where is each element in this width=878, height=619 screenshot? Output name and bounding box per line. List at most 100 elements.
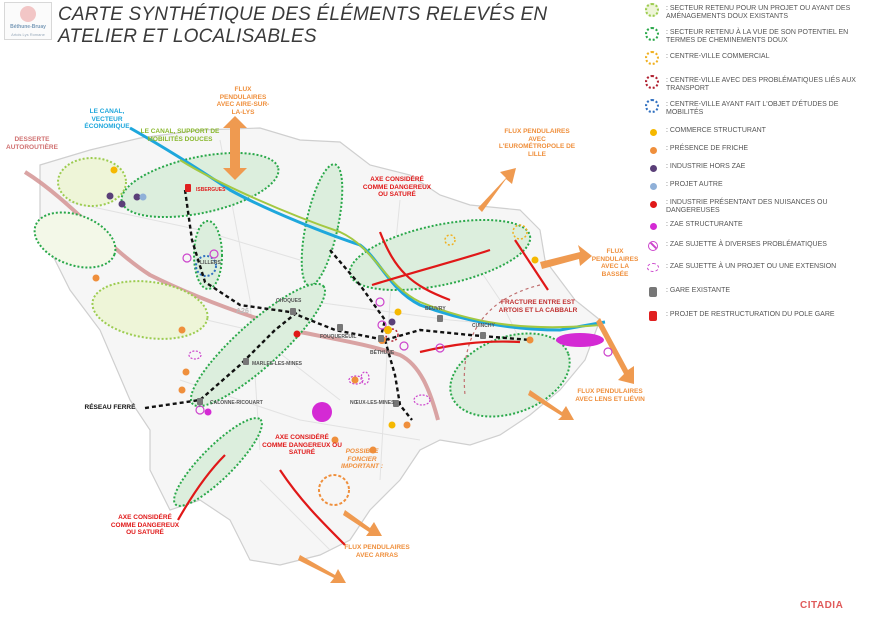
stations (185, 184, 486, 407)
legend-item-15: : Projet de restructuration du pole gare (640, 310, 866, 324)
town-marles: MARLES-LES-MINES (252, 361, 302, 367)
brand-citadia: CITADIA (800, 600, 844, 611)
arrow-lens (596, 318, 634, 384)
dot-icon (650, 129, 657, 136)
dot-icon (650, 201, 657, 208)
zae-structurante-south (312, 402, 332, 422)
arrow-arras2 (343, 510, 382, 536)
legend-label: : Commerce structurant (666, 127, 766, 134)
dangerous-axes (177, 231, 549, 546)
zae-problem-rings (182, 249, 613, 415)
legend-label: : Projet autre (666, 181, 723, 188)
centre-commercial-beuvry (444, 234, 456, 246)
label-flux-lens: FLUX PENDULAIRES AVEC LENS ET LIÉVIN (575, 388, 645, 403)
dot-icon (650, 165, 657, 172)
arrow-lille (478, 168, 516, 212)
fracture-line (463, 284, 541, 396)
train-red-icon (649, 311, 657, 321)
legend-label: : Centre-ville avec des problématiques l… (666, 77, 856, 92)
canal-green (179, 159, 601, 329)
legend-item-14: : Gare existante (640, 286, 866, 300)
legend-label: : Centre-ville commercial (666, 53, 770, 60)
logo-sub: Artois Lys Romane (11, 32, 45, 37)
town-isbergues: ISBERGUES (196, 187, 226, 193)
centre-commercial-foncier (318, 474, 350, 506)
town-cuinchy: CUINCHY (472, 323, 495, 329)
page-title: CARTE SYNTHÉTIQUE DES ÉLÉMENTS RELEVÉS E… (58, 4, 547, 48)
flux-arrows (223, 116, 634, 583)
town-a26: A26 (236, 308, 249, 315)
legend-label: : Présence de friche (666, 145, 749, 152)
hatched-circle-icon (648, 241, 658, 251)
legend-item-1: : Secteur retenu pour un projet ou ayant… (640, 3, 866, 21)
sector-green-4 (91, 280, 209, 340)
train-icon (649, 287, 657, 297)
label-canal: LE CANAL, VECTEUR ÉCONOMIQUE (84, 108, 130, 130)
centre-transport-bethune (385, 328, 399, 342)
town-lillers: LILLERS (200, 260, 221, 266)
legend-label: : Industrie présentant des nuisances ou … (666, 199, 828, 214)
label-axe-2: AXE CONSIDÉRÉ COMME DANGEREUX OU SATURÉ (262, 434, 342, 456)
legend-label: : ZAE sujette à diverses problématiques (666, 241, 827, 248)
sector-green-3 (33, 211, 117, 269)
ring-icon (645, 51, 659, 65)
legend-item-11: : ZAE structurante (640, 220, 866, 234)
legend-label: : Secteur retenu à la vue de son potenti… (666, 29, 849, 44)
town-fouquereuil: FOUQUEREUIL (320, 334, 357, 340)
sector-green-9 (449, 332, 571, 418)
legend-item-13: : ZAE sujette à un projet ou une extensi… (640, 262, 866, 276)
legend-item-10: : Industrie présentant des nuisances ou … (640, 198, 866, 215)
legend-item-2: : Secteur retenu à la vue de son potenti… (640, 27, 866, 45)
arrow-aire (223, 116, 247, 180)
label-flux-lille: FLUX PENDULAIRES AVEC L'EUROMÉTROPOLE DE… (498, 128, 576, 158)
dot-icon (650, 147, 657, 154)
town-calonne: CALONNE-RICOUART (210, 400, 263, 406)
zae-project-rings (188, 350, 431, 406)
label-flux-arras: FLUX PENDULAIRES AVEC ARRAS (344, 544, 410, 559)
centre-commercial-east (512, 224, 528, 240)
logo: Béthune-Bruay Artois Lys Romane (4, 2, 52, 40)
logo-mark (20, 6, 36, 22)
legend-item-9: : Projet autre (640, 180, 866, 194)
label-reseau: RÉSEAU FERRÉ (84, 404, 136, 411)
town-beuvry: BEUVRY (425, 306, 446, 312)
dot-icon (650, 223, 657, 230)
centre-mobilite-lillers (195, 255, 217, 277)
ring-icon (645, 3, 659, 17)
label-foncier: POSSIBLE FONCIER IMPORTANT : (340, 448, 383, 470)
legend-item-3: : Centre-ville commercial (640, 51, 866, 66)
legend-label: : Industrie hors ZAE (666, 163, 746, 170)
label-flux-aire: FLUX PENDULAIRES AVEC AIRE-SUR-LA-LYS (216, 86, 270, 116)
legend-label: : Secteur retenu pour un projet ou ayant… (666, 5, 851, 20)
legend-item-5: : Centre-ville ayant fait l'objet d'étud… (640, 99, 866, 117)
legend-label: : Gare existante (666, 287, 731, 294)
legend-label: : ZAE structurante (666, 221, 743, 228)
town-noeux: NŒUX-LES-MINES (350, 400, 395, 406)
label-axe-1: AXE CONSIDÉRÉ COMME DANGEREUX OU SATURÉ (362, 176, 432, 198)
legend-item-6: : Commerce structurant (640, 126, 866, 140)
logo-name: Béthune-Bruay (10, 24, 46, 30)
dot-icon (650, 183, 657, 190)
label-fracture: FRACTURE ENTRE EST ARTOIS ET LA CABBALR (498, 299, 578, 314)
legend-item-12: : ZAE sujette à diverses problématiques (640, 240, 866, 254)
legend-item-8: : Industrie hors ZAE (640, 162, 866, 176)
railway (144, 189, 531, 421)
title-line-1: CARTE SYNTHÉTIQUE DES ÉLÉMENTS RELEVÉS E… (58, 4, 548, 25)
label-flux-bassee: FLUX PENDULAIRES AVEC LA BASSÉE (591, 248, 639, 278)
label-canal-mobilite: LE CANAL, SUPPORT DE MOBILITÉS DOUCES (140, 128, 220, 143)
zae-structurante-east (556, 333, 604, 347)
ring-icon (645, 27, 659, 41)
dashed-ring-icon (647, 263, 659, 272)
town-choques: CHOQUES (276, 298, 302, 304)
arrow-arras (298, 555, 346, 583)
town-bethune: BÉTHUNE (370, 350, 395, 356)
arrow-lens2 (528, 390, 574, 420)
title-line-2: ATELIER ET LOCALISABLES (58, 26, 317, 47)
ring-icon (645, 99, 659, 113)
label-axe-3: AXE CONSIDÉRÉ COMME DANGEREUX OU SATURÉ (110, 514, 180, 536)
legend-label: : Centre-ville ayant fait l'objet d'étud… (666, 101, 839, 116)
legend-item-7: : Présence de friche (640, 144, 866, 158)
sector-green-7 (348, 218, 532, 292)
sector-green-1 (57, 157, 127, 207)
